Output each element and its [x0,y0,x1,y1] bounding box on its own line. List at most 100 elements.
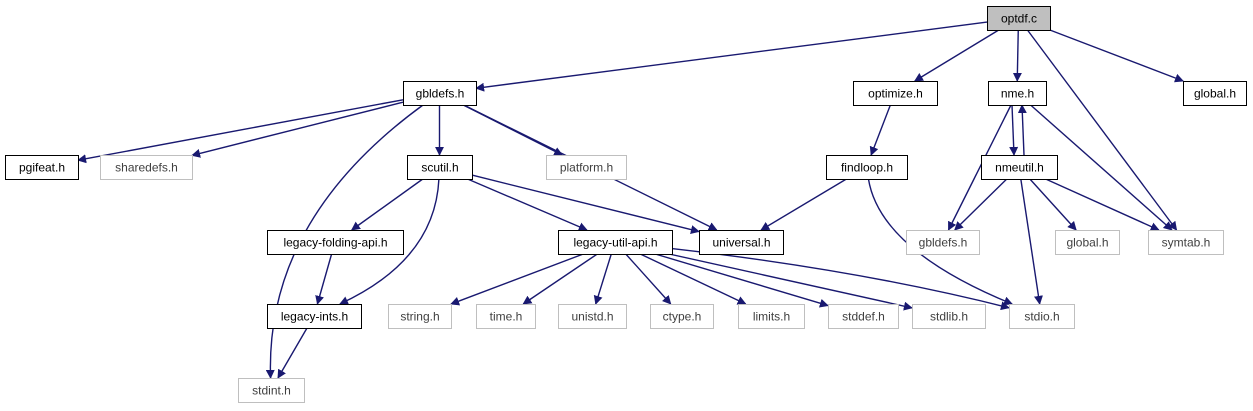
node-ctype: ctype.h [650,304,714,329]
node-box [407,155,473,180]
edge-legacy_util-to-string [450,253,584,306]
edge-layer [77,21,1184,379]
node-optimize[interactable]: optimize.h [853,81,938,106]
node-global_ext: global.h [1055,230,1120,255]
edge-nme-to-symtab [1030,104,1173,231]
node-nmeutil[interactable]: nmeutil.h [981,155,1058,180]
edge-scutil-to-universal [471,174,700,234]
node-box [826,155,908,180]
node-label: stddef.h [842,310,885,324]
node-box [853,81,938,106]
edge-nmeutil-to-gbldefs_ext [954,178,1008,231]
node-label: stdint.h [252,384,291,398]
node-legacy_ints[interactable]: legacy-ints.h [267,304,362,329]
node-box [5,155,79,180]
node-limits: limits.h [738,304,805,329]
node-box [267,230,404,255]
node-box [558,304,627,329]
node-label: limits.h [753,310,790,324]
edge-optimize-to-findloop [869,104,892,156]
node-box [1183,81,1247,106]
edge-nme-to-nmeutil [1009,104,1019,156]
edge-optdf-to-global_top [1049,29,1184,83]
edge-optdf-to-symtab [1026,29,1178,231]
edge-scutil-to-legacy_ints [339,178,440,305]
node-legacy_util[interactable]: legacy-util-api.h [558,230,673,255]
edge-legacy_util-to-time [522,253,598,305]
node-legacy_folding[interactable]: legacy-folding-api.h [267,230,404,255]
node-optdf[interactable]: optdf.c [987,6,1051,31]
node-platform: platform.h [546,155,627,180]
node-label: sharedefs.h [115,161,178,175]
edge-nmeutil-to-symtab [1045,178,1160,231]
node-label: stdlib.h [930,310,968,324]
edge-optdf-to-gbldefs [475,21,988,92]
edge-scutil-to-legacy_util [467,178,588,231]
edge-scutil-to-legacy_folding [350,178,424,231]
node-box [1055,230,1120,255]
node-label: symtab.h [1162,236,1211,250]
node-layer: optdf.c gbldefs.h optimize.h nme.h global.h p… [5,6,1247,403]
node-label: global.h [1066,236,1108,250]
edge-legacy_util-to-limits [639,253,747,305]
node-box [546,155,627,180]
node-universal[interactable]: universal.h [699,230,784,255]
node-label: platform.h [560,161,613,175]
node-label: nme.h [1001,87,1034,101]
node-box [699,230,784,255]
node-box [988,81,1047,106]
node-label: legacy-folding-api.h [283,236,387,250]
node-label: global.h [1194,87,1236,101]
node-box [403,81,477,106]
node-stdint: stdint.h [238,378,305,403]
edge-nmeutil-to-nme [1017,104,1027,156]
node-label: ctype.h [663,310,702,324]
node-label: scutil.h [421,161,458,175]
node-label: string.h [400,310,439,324]
node-sharedefs: sharedefs.h [100,155,193,180]
edge-legacy_ints-to-stdint [277,327,308,379]
node-label: legacy-ints.h [281,310,348,324]
edge-nmeutil-to-stdio [1020,178,1043,305]
node-stddef: stddef.h [828,304,899,329]
node-box [388,304,452,329]
edge-nmeutil-to-global_ext [1029,178,1077,231]
node-label: pgifeat.h [19,161,65,175]
node-label: optimize.h [868,87,923,101]
node-findloop[interactable]: findloop.h [826,155,908,180]
node-label: unistd.h [571,310,613,324]
node-label: optdf.c [1001,12,1037,26]
node-label: legacy-util-api.h [573,236,657,250]
node-box [238,378,305,403]
node-box [1148,230,1224,255]
node-gbldefs[interactable]: gbldefs.h [403,81,477,106]
node-box [558,230,673,255]
node-unistd: unistd.h [558,304,627,329]
node-string: string.h [388,304,452,329]
node-box [100,155,193,180]
node-nme[interactable]: nme.h [988,81,1047,106]
node-label: findloop.h [841,161,893,175]
edge-legacy_folding-to-legacy_ints [315,253,333,305]
node-box [828,304,899,329]
node-box [981,155,1058,180]
edge-findloop-to-universal [760,178,847,231]
node-global_top[interactable]: global.h [1183,81,1247,106]
node-box [267,304,362,329]
node-label: gbldefs.h [919,236,968,250]
node-box [738,304,805,329]
node-symtab: symtab.h [1148,230,1224,255]
node-stdio: stdio.h [1009,304,1075,329]
node-pgifeat[interactable]: pgifeat.h [5,155,79,180]
edge-optdf-to-optimize [913,29,1000,82]
node-label: nmeutil.h [995,161,1044,175]
node-box [650,304,714,329]
node-label: gbldefs.h [416,87,465,101]
edge-legacy_util-to-ctype [625,253,672,305]
node-stdlib: stdlib.h [912,304,986,329]
node-label: time.h [490,310,523,324]
node-label: universal.h [712,236,770,250]
node-scutil[interactable]: scutil.h [407,155,473,180]
node-box [1009,304,1075,329]
